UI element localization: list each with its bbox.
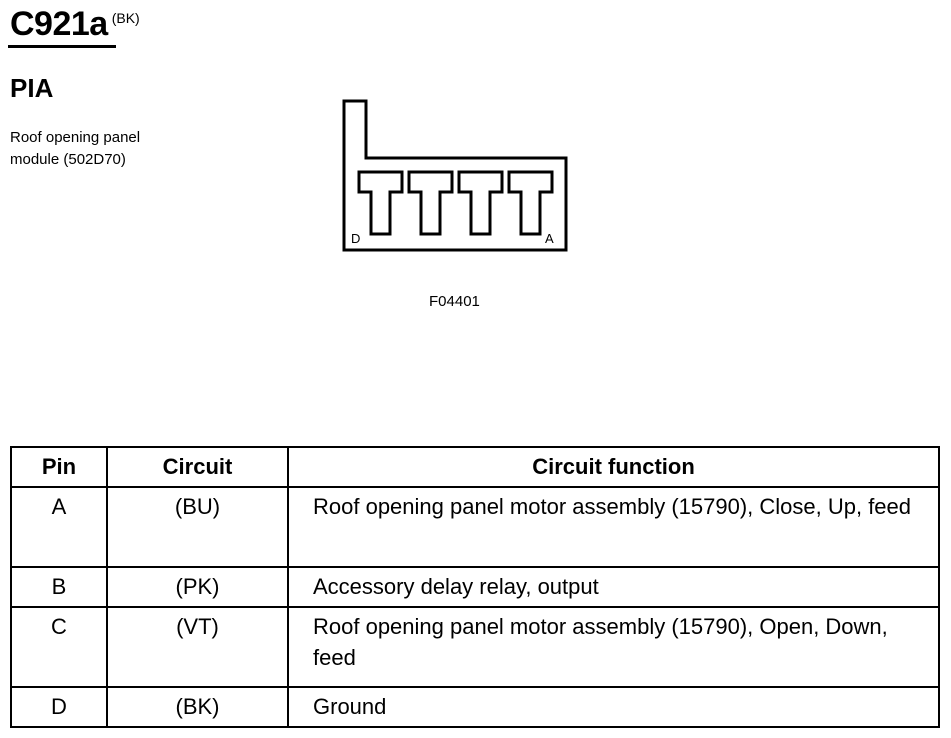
connector-title: C921a (BK)	[10, 4, 140, 44]
function-cell: Roof opening panel motor assembly (15790…	[287, 486, 940, 568]
pin-table: Pin Circuit Circuit function A (BU) Roof…	[10, 446, 940, 728]
table-row: A (BU) Roof opening panel motor assembly…	[10, 486, 940, 568]
figure-code: F04401	[429, 293, 480, 310]
component-description-line: Roof opening panel	[10, 129, 141, 146]
pin-label-a: A	[545, 231, 554, 246]
header-circuit: Circuit	[106, 446, 289, 488]
table-header-row: Pin Circuit Circuit function	[10, 446, 940, 488]
function-cell: Ground	[287, 686, 940, 728]
pin-cell: C	[10, 606, 108, 688]
table-row: D (BK) Ground	[10, 686, 940, 728]
pin-cell: A	[10, 486, 108, 568]
terminal-cavity-b	[457, 170, 504, 236]
pin-cell: B	[10, 566, 108, 608]
header-function: Circuit function	[287, 446, 940, 488]
pin-cell: D	[10, 686, 108, 728]
terminal-cavity-c	[407, 170, 454, 236]
table-row: C (VT) Roof opening panel motor assembly…	[10, 606, 940, 688]
header-pin: Pin	[10, 446, 108, 488]
function-cell: Accessory delay relay, output	[287, 566, 940, 608]
connector-id: C921a	[10, 5, 108, 43]
circuit-cell: (VT)	[106, 606, 289, 688]
connector-housing-outline	[342, 99, 568, 252]
terminal-cavity-a	[507, 170, 554, 236]
table-row: B (PK) Accessory delay relay, output	[10, 566, 940, 608]
connector-color: (BK)	[111, 10, 140, 26]
location-code: PIA	[10, 73, 54, 103]
pin-label-d: D	[351, 231, 360, 246]
component-description-line: module (502D70)	[10, 151, 126, 168]
connector-face-diagram: D A	[342, 99, 568, 252]
circuit-cell: (BK)	[106, 686, 289, 728]
circuit-cell: (PK)	[106, 566, 289, 608]
circuit-cell: (BU)	[106, 486, 289, 568]
component-description: Roof opening panel module (502D70)	[10, 127, 210, 171]
function-cell: Roof opening panel motor assembly (15790…	[287, 606, 940, 688]
terminal-cavity-d	[357, 170, 404, 236]
title-underline	[8, 45, 116, 48]
